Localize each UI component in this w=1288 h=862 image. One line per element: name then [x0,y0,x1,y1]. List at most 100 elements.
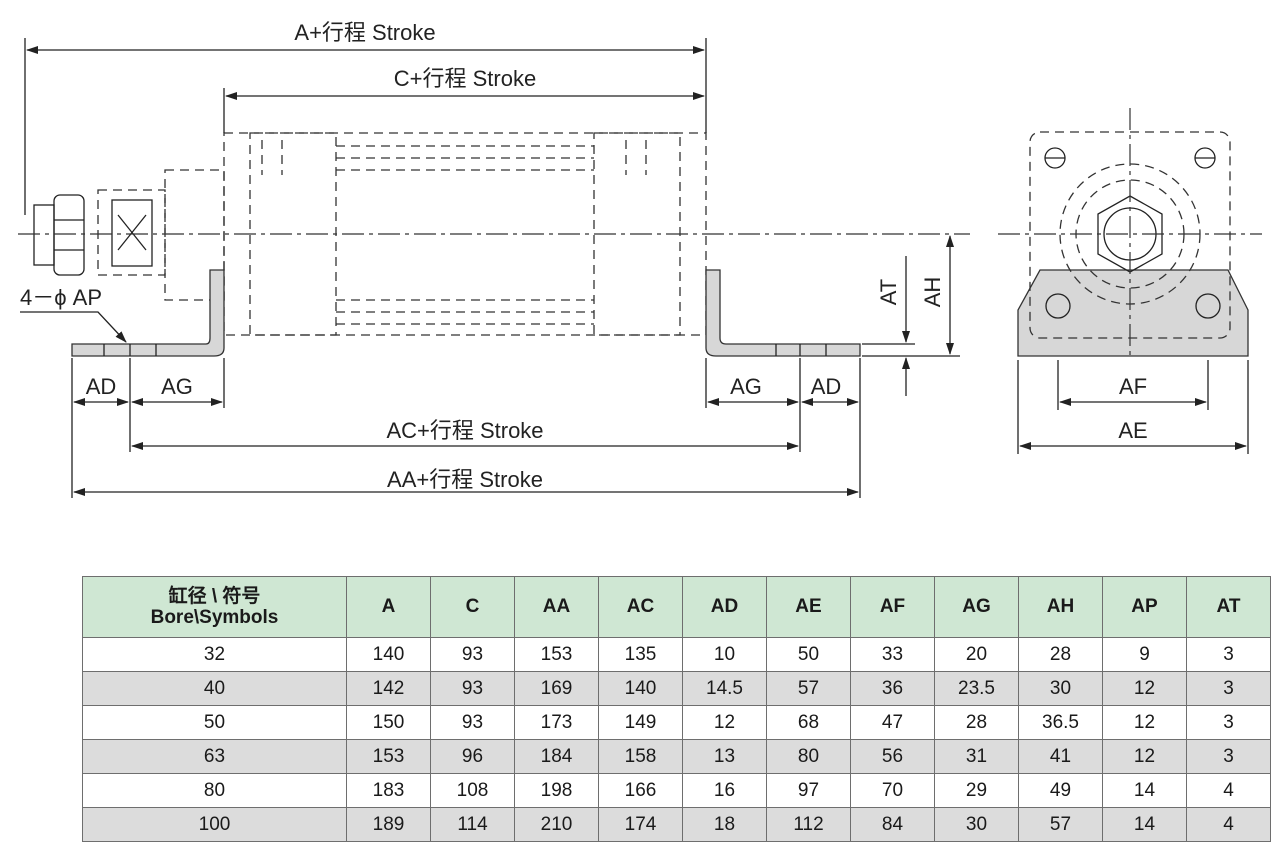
dim-ac-stroke: AC+行程 Stroke [386,418,543,443]
col-header: AP [1102,576,1187,638]
value-cell: 14.5 [682,671,767,706]
value-cell: 112 [766,807,851,842]
value-cell: 135 [598,637,683,672]
value-cell: 49 [1018,773,1103,808]
value-cell: 33 [850,637,935,672]
value-cell: 3 [1186,637,1271,672]
value-cell: 23.5 [934,671,1019,706]
value-cell: 93 [430,705,515,740]
value-cell: 30 [1018,671,1103,706]
bore-cell: 50 [82,705,347,740]
value-cell: 10 [682,637,767,672]
table-header-row: 缸径 \ 符号 Bore\Symbols A C AA AC AD AE AF … [82,576,1271,638]
value-cell: 140 [598,671,683,706]
value-cell: 158 [598,739,683,774]
value-cell: 3 [1186,671,1271,706]
value-cell: 174 [598,807,683,842]
value-cell: 28 [1018,637,1103,672]
dim-af: AF [1119,374,1147,399]
value-cell: 9 [1102,637,1187,672]
value-cell: 108 [430,773,515,808]
bore-cell: 63 [82,739,347,774]
header-en: Bore\Symbols [150,607,279,628]
value-cell: 149 [598,705,683,740]
value-cell: 12 [1102,671,1187,706]
dim-aa-stroke: AA+行程 Stroke [387,467,543,492]
value-cell: 28 [934,705,1019,740]
value-cell: 210 [514,807,599,842]
col-header: AG [934,576,1019,638]
value-cell: 57 [1018,807,1103,842]
dimension-drawing: A+行程 Stroke C+行程 Stroke 4－ϕ AP AD AG AG … [18,20,1262,498]
col-header: A [346,576,431,638]
col-header: AT [1186,576,1271,638]
value-cell: 169 [514,671,599,706]
spec-table: 缸径 \ 符号 Bore\Symbols A C AA AC AD AE AF … [82,576,1271,842]
value-cell: 12 [1102,739,1187,774]
value-cell: 3 [1186,705,1271,740]
col-header: AE [766,576,851,638]
value-cell: 36 [850,671,935,706]
value-cell: 166 [598,773,683,808]
value-cell: 14 [1102,773,1187,808]
value-cell: 80 [766,739,851,774]
col-header: AA [514,576,599,638]
rod-nut [33,194,153,276]
value-cell: 70 [850,773,935,808]
value-cell: 173 [514,705,599,740]
value-cell: 36.5 [1018,705,1103,740]
value-cell: 47 [850,705,935,740]
value-cell: 198 [514,773,599,808]
dim-ad-left: AD [86,374,117,399]
dim-ad-right: AD [811,374,842,399]
right-foot-bracket [705,269,861,357]
value-cell: 97 [766,773,851,808]
col-header: C [430,576,515,638]
dim-ag-right: AG [730,374,762,399]
value-cell: 12 [682,705,767,740]
foot-hole-right [1195,293,1221,319]
rod [97,189,166,276]
value-cell: 184 [514,739,599,774]
value-cell: 142 [346,671,431,706]
value-cell: 153 [346,739,431,774]
value-cell: 30 [934,807,1019,842]
value-cell: 93 [430,671,515,706]
dim-ag-left: AG [161,374,193,399]
value-cell: 114 [430,807,515,842]
bore-symbol-header: 缸径 \ 符号 Bore\Symbols [82,576,347,638]
value-cell: 140 [346,637,431,672]
bore-cell: 40 [82,671,347,706]
left-foot-bracket [71,269,225,357]
header-cn: 缸径 \ 符号 [168,586,261,607]
value-cell: 150 [346,705,431,740]
side-view: A+行程 Stroke C+行程 Stroke 4－ϕ AP AD AG AG … [18,20,970,498]
end-view: AF AE [998,108,1262,454]
value-cell: 56 [850,739,935,774]
value-cell: 4 [1186,807,1271,842]
bore-cell: 80 [82,773,347,808]
col-header: AD [682,576,767,638]
value-cell: 4 [1186,773,1271,808]
value-cell: 31 [934,739,1019,774]
value-cell: 57 [766,671,851,706]
value-cell: 41 [1018,739,1103,774]
value-cell: 29 [934,773,1019,808]
bore-cell: 32 [82,637,347,672]
value-cell: 3 [1186,739,1271,774]
value-cell: 96 [430,739,515,774]
end-foot-bracket [1017,269,1249,357]
dim-c-stroke: C+行程 Stroke [394,66,536,91]
dim-hole-label: 4－ϕ AP [20,285,102,310]
value-cell: 84 [850,807,935,842]
value-cell: 183 [346,773,431,808]
dim-ae: AE [1118,418,1147,443]
col-header: AC [598,576,683,638]
value-cell: 12 [1102,705,1187,740]
